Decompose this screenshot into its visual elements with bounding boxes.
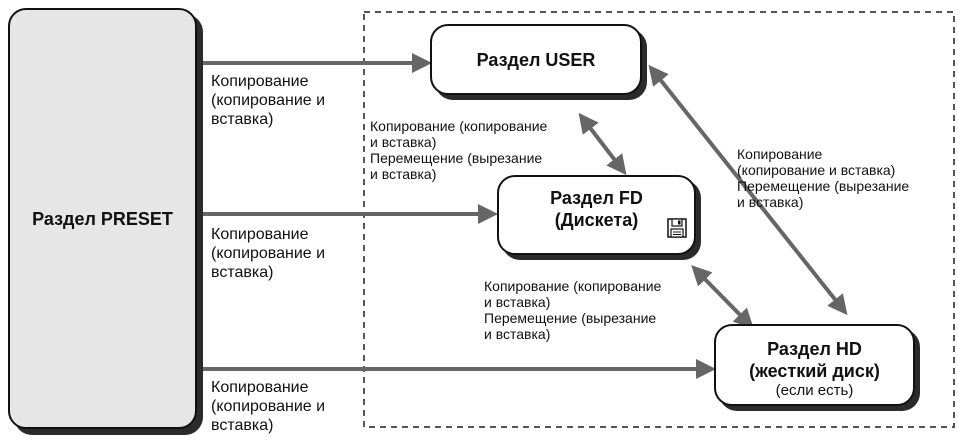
hd-title-line2: (жесткий диск): [749, 361, 880, 381]
label-user-hd: Копирование (копирование и вставка) Пере…: [737, 146, 910, 210]
preset-title: Раздел PRESET: [32, 208, 173, 229]
fd-title-line1: Раздел FD: [550, 188, 643, 208]
arrow-fd-hd: [691, 265, 754, 329]
arrow-user-hd: [648, 64, 848, 316]
arrow-user-fd: [578, 112, 627, 176]
floppy-disk-icon: [667, 218, 687, 238]
user-partition-box: Раздел USER: [430, 24, 642, 95]
preset-partition-box: Раздел PRESET: [8, 8, 197, 429]
hd-partition-box: Раздел HD (жесткий диск) (если есть): [714, 324, 915, 406]
label-preset-to-hd: Копирование (копирование и вставка): [211, 379, 326, 434]
hd-title-line1: Раздел HD: [767, 339, 862, 359]
hd-note: (если есть): [775, 382, 854, 399]
label-fd-hd: Копирование (копирование и вставка) Пере…: [484, 278, 662, 342]
fd-partition-box: Раздел FD (Дискета): [497, 175, 696, 255]
fd-title-line2: (Дискета): [554, 210, 639, 230]
user-title: Раздел USER: [476, 49, 596, 70]
label-user-fd: Копирование (копирование и вставка) Пере…: [370, 118, 548, 182]
dashed-region: [363, 11, 955, 428]
label-preset-to-fd: Копирование (копирование и вставка): [211, 226, 326, 281]
label-preset-to-user: Копирование (копирование и вставка): [211, 73, 326, 128]
